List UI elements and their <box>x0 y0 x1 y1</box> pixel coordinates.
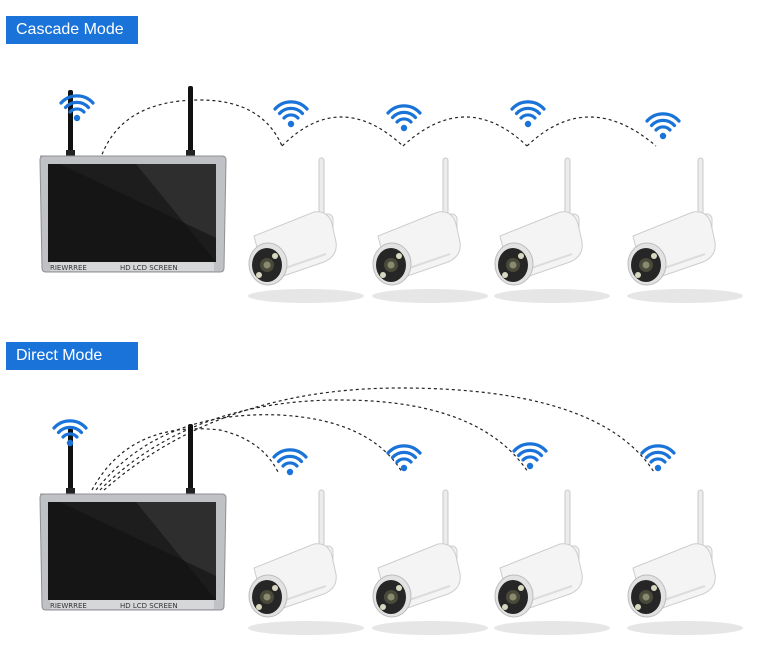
nvr-screen-text: HD LCD SCREEN <box>120 264 178 272</box>
cascade-link-cam2-cam3 <box>402 116 528 147</box>
direct-mode-label: Direct Mode <box>6 342 138 370</box>
wifi-icon <box>640 444 676 473</box>
wifi-icon <box>52 419 88 448</box>
cascade-links <box>99 99 657 161</box>
wifi-icon <box>59 94 95 123</box>
direct-camera-4 <box>626 489 744 636</box>
wifi-icon <box>645 112 681 141</box>
direct-camera-3 <box>493 489 611 636</box>
cascade-camera-2 <box>371 157 489 304</box>
direct-nvr: RIEWRREE HD LCD SCREEN <box>39 423 227 611</box>
direct-camera-1 <box>247 489 365 636</box>
cascade-nvr: RIEWRREE HD LCD SCREEN <box>39 85 227 273</box>
nvr-brand-text: RIEWRREE <box>50 602 87 610</box>
wifi-icon <box>386 444 422 473</box>
wifi-icon <box>510 100 546 129</box>
cascade-camera-1 <box>247 157 365 304</box>
direct-links <box>91 387 655 491</box>
direct-link-cam1 <box>91 428 279 491</box>
cascade-camera-3 <box>493 157 611 304</box>
wifi-icon <box>273 100 309 129</box>
cascade-link-cam3-cam4 <box>526 116 657 147</box>
direct-camera-2 <box>371 489 489 636</box>
wifi-icon <box>386 104 422 133</box>
cascade-mode-label: Cascade Mode <box>6 16 138 44</box>
nvr-brand-text: RIEWRREE <box>50 264 87 272</box>
cascade-link-cam1-cam2 <box>281 116 404 147</box>
direct-link-cam2 <box>95 414 403 491</box>
direct-link-cam3 <box>99 399 529 491</box>
cascade-camera-4 <box>626 157 744 304</box>
wifi-icon <box>512 442 548 471</box>
wifi-icon <box>272 448 308 477</box>
direct-link-cam4 <box>103 387 655 491</box>
nvr-screen-text: HD LCD SCREEN <box>120 602 178 610</box>
